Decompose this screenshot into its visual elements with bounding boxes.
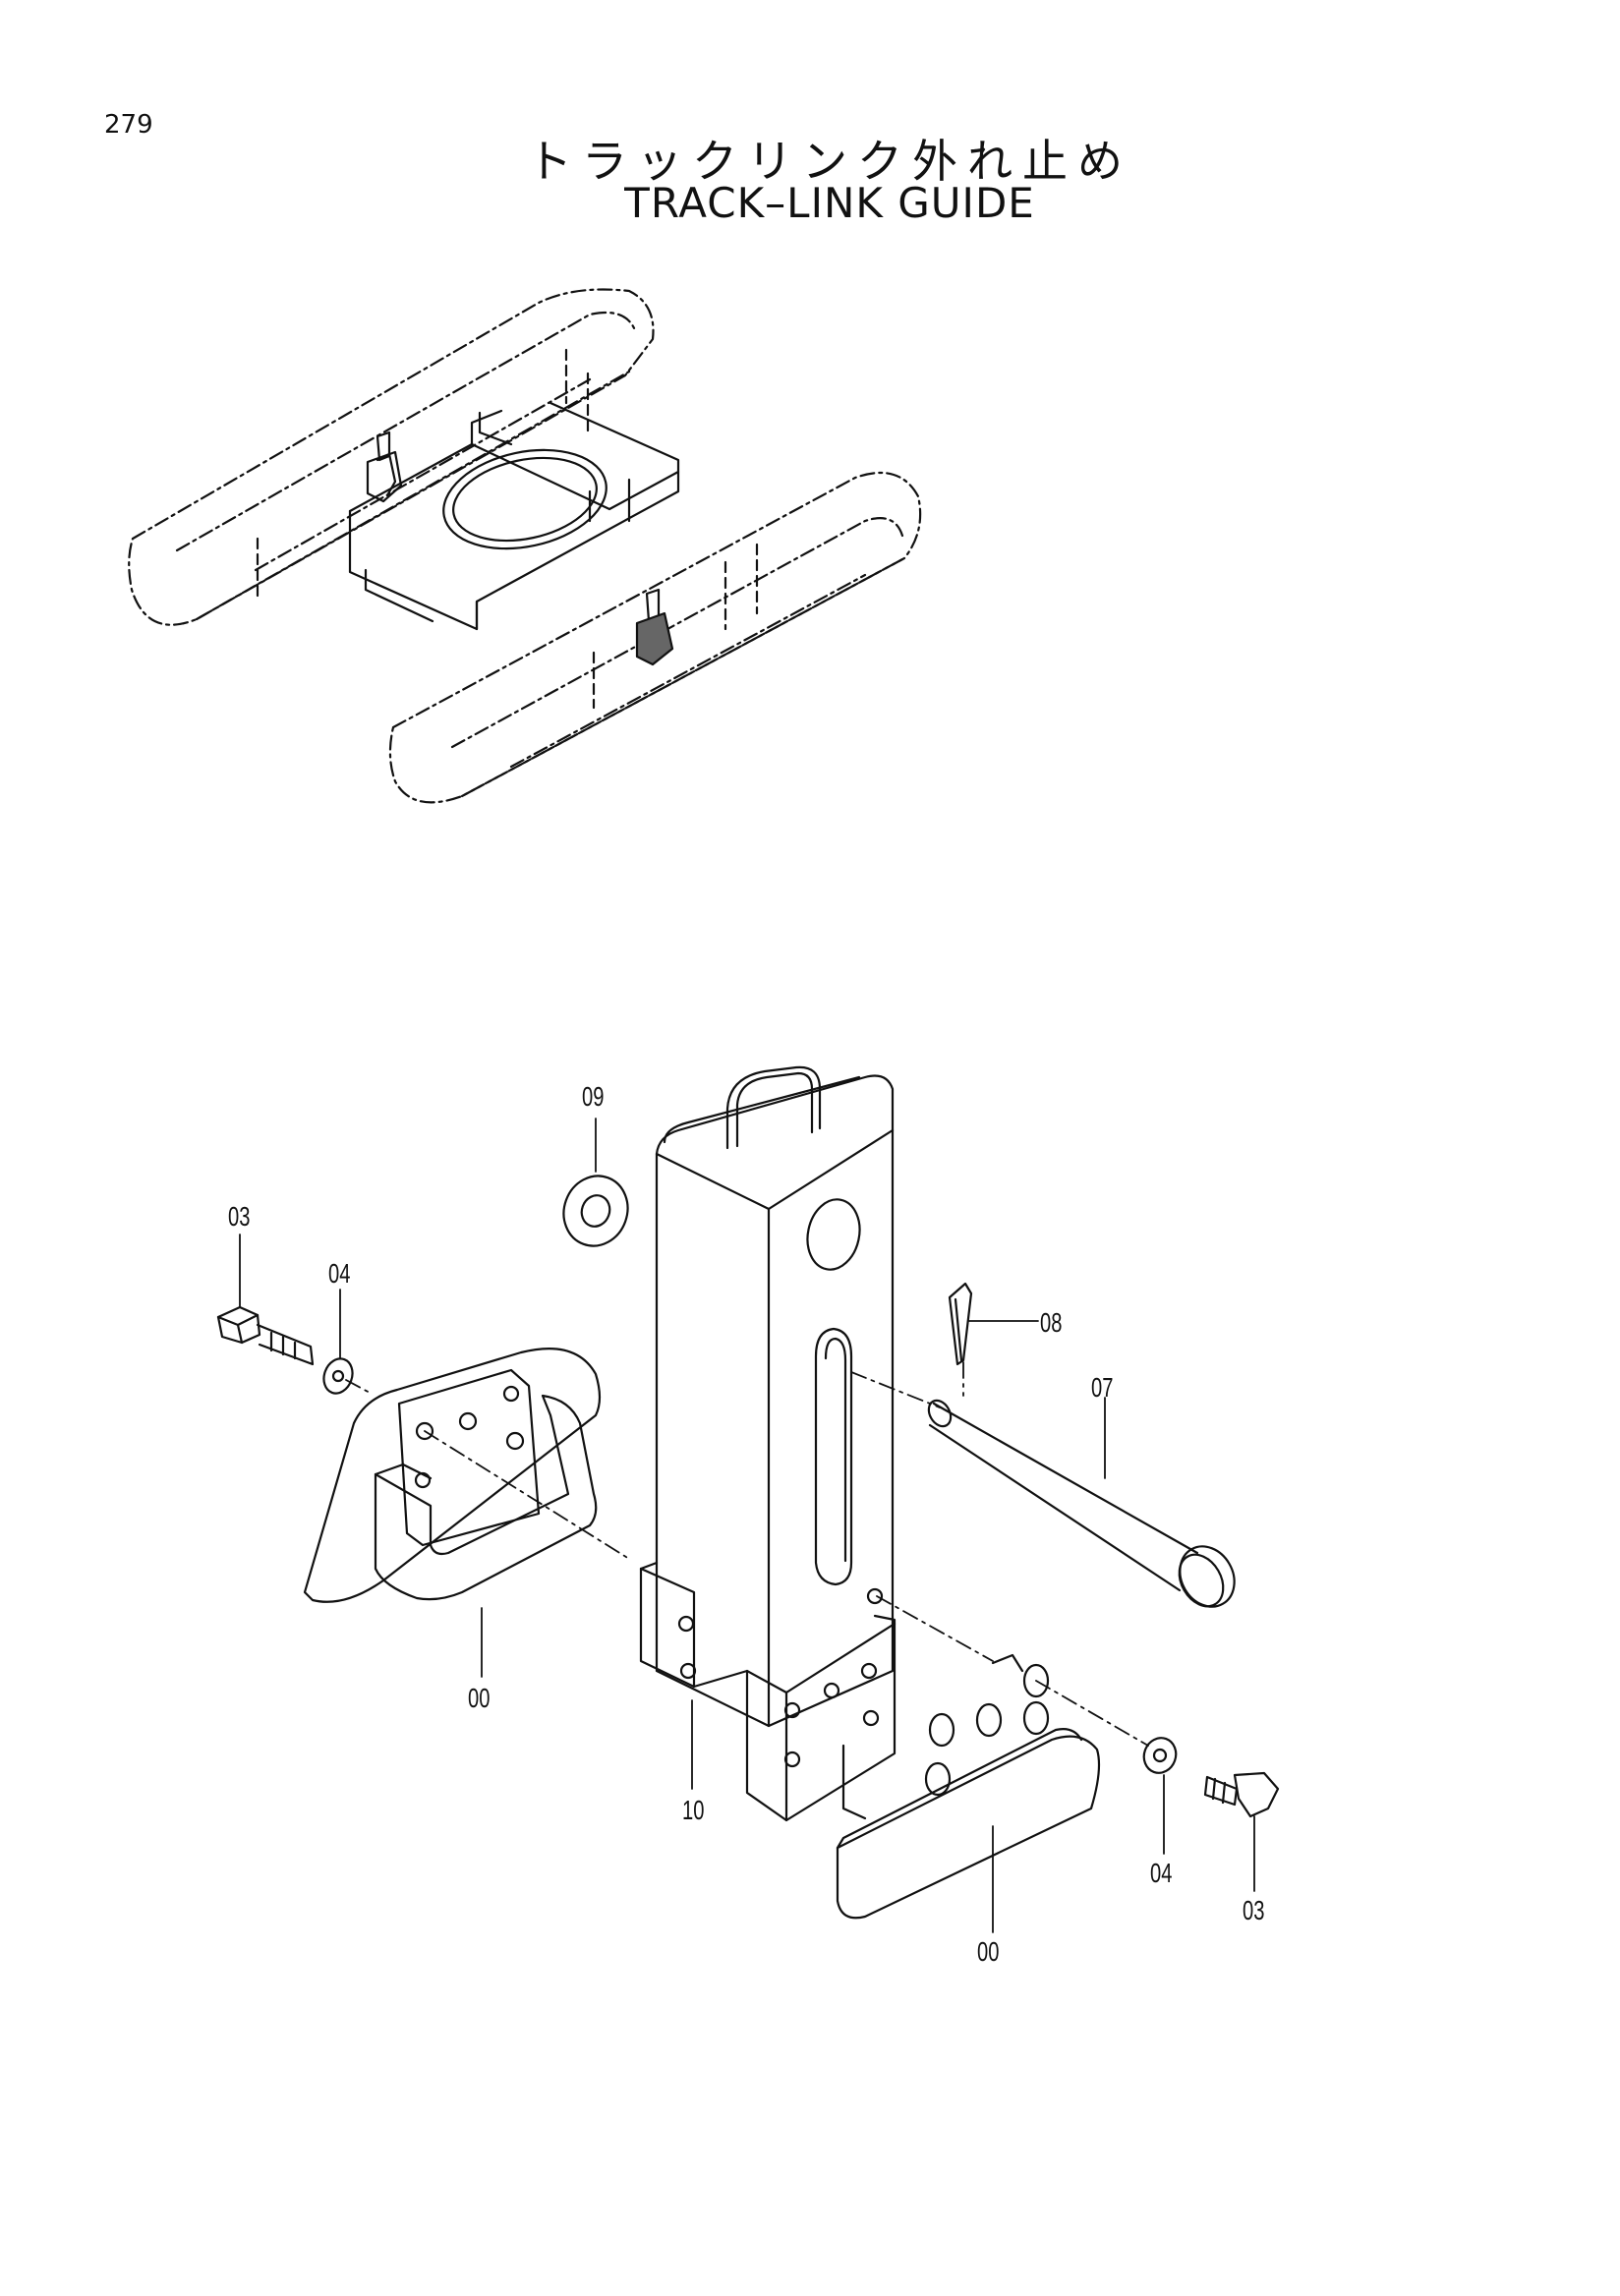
track-section-marks [256,348,759,710]
callout-03-right: 03 [1243,1895,1265,1925]
undercarriage-overview [128,288,922,804]
part-03-left-bolt [216,1305,315,1366]
part-00-left-guide [303,1348,602,1603]
callout-00-right: 00 [977,1936,1000,1967]
title-japanese: トラックリンク外れ止め [527,135,1132,188]
page-number: 279 [104,110,153,140]
part-09-washer [562,1175,629,1247]
part-08-cotter-pin [948,1282,973,1366]
callout-04-right: 04 [1150,1858,1173,1888]
callout-07: 07 [1091,1372,1114,1403]
center-frame [348,401,680,631]
callout-03-left: 03 [228,1201,251,1232]
title-english: TRACK–LINK GUIDE [624,179,1035,227]
swing-circle [442,448,608,550]
leader-lines [239,1118,1255,1933]
assembly-lines [345,1361,1149,1747]
callout-10: 10 [682,1795,705,1825]
callout-08: 08 [1040,1307,1063,1338]
exploded-view [216,1065,1280,1933]
guide-right-on-frame [635,588,674,666]
part-03-right-bolt [1203,1771,1280,1818]
guide-left-on-frame [366,430,403,503]
part-07-pin [927,1399,1236,1608]
left-track-outline [128,288,655,626]
part-04-right-washer [1142,1737,1178,1774]
callout-00-left: 00 [468,1683,491,1713]
right-track-outline [388,471,922,804]
part-10-column [639,1065,897,1822]
callout-04-left: 04 [328,1258,351,1289]
callout-09: 09 [582,1081,605,1112]
part-04-left-washer [322,1357,354,1395]
part-00-right-guide [836,1653,1101,1920]
